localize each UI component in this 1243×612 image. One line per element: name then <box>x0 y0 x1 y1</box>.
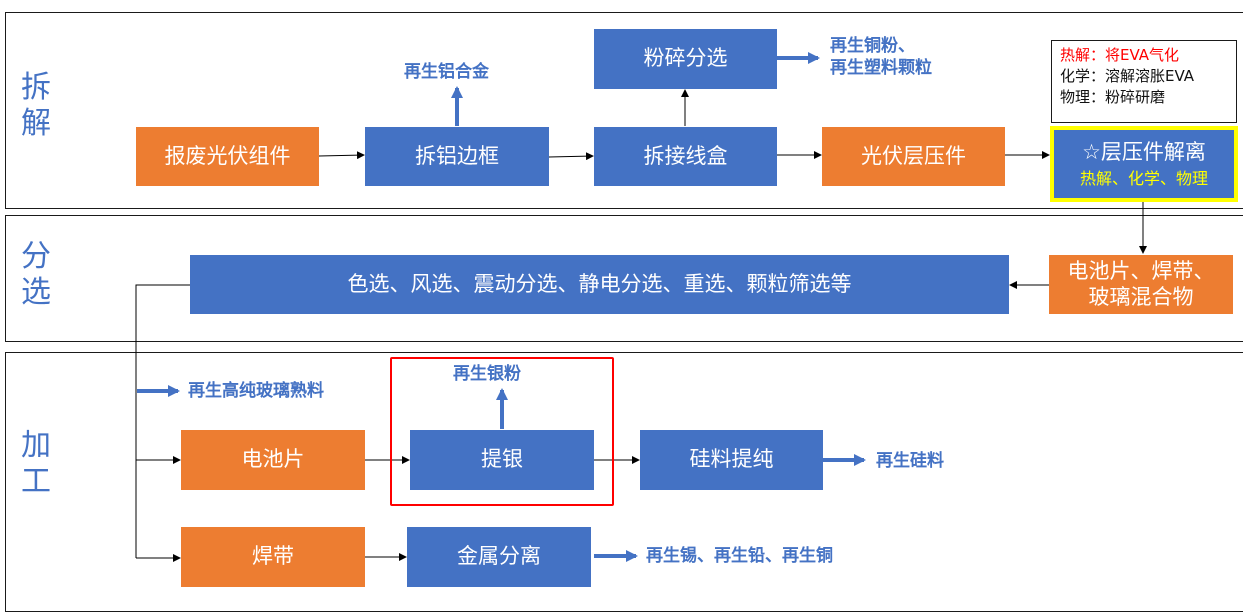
connector-layer <box>135 52 1147 562</box>
node-sorting-methods: 色选、风选、震动分选、静电分选、重选、颗粒筛选等 <box>190 255 1009 314</box>
note-chemical: 化学：溶解溶胀EVA <box>1060 67 1195 85</box>
section-label-text: 加工 <box>21 428 51 499</box>
output-line: 再生塑料颗粒 <box>830 58 932 78</box>
note-pyrolysis: 热解：将EVA气化 <box>1060 46 1180 64</box>
note-physical: 物理：粉碎研磨 <box>1060 88 1166 106</box>
node-crush-sort: 粉碎分选 <box>594 29 777 89</box>
delamination-methods-note: 热解：将EVA气化 化学：溶解溶胀EVA 物理：粉碎研磨 <box>1051 40 1237 123</box>
node-label: 电池片、焊带、玻璃混合物 <box>1067 259 1215 309</box>
node-remove-frame: 拆铝边框 <box>365 127 549 186</box>
node-label: 金属分离 <box>457 544 541 569</box>
output-silicon: 再生硅料 <box>876 451 944 471</box>
output-metals: 再生锡、再生铅、再生铜 <box>646 546 833 566</box>
node-delamination: ☆层压件解离 热解、化学、物理 <box>1050 126 1238 202</box>
node-label: 报废光伏组件 <box>164 143 291 168</box>
node-label: 粉碎分选 <box>643 46 728 71</box>
node-label: 拆接线盒 <box>643 143 728 168</box>
node-label: ☆层压件解离 <box>1082 140 1206 165</box>
section-label-dismantle: 拆解 <box>19 70 53 142</box>
section-label-text: 拆解 <box>21 70 51 141</box>
output-glass: 再生高纯玻璃熟料 <box>188 381 324 401</box>
output-silver: 再生银粉 <box>453 364 521 384</box>
arrow-frame-to-jbox <box>548 152 594 161</box>
node-cell: 电池片 <box>181 430 365 490</box>
section-label-sorting: 分选 <box>19 239 53 311</box>
node-sublabel: 热解、化学、物理 <box>1079 168 1208 188</box>
silver-highlight-frame <box>390 357 614 506</box>
node-silicon-purify: 硅料提纯 <box>640 430 823 490</box>
node-mixture: 电池片、焊带、玻璃混合物 <box>1049 255 1233 314</box>
node-label: 焊带 <box>252 544 294 569</box>
node-laminate: 光伏层压件 <box>822 127 1005 186</box>
node-ribbon: 焊带 <box>181 527 365 587</box>
section-label-text: 分选 <box>21 239 51 310</box>
output-copper-plastic: 再生铜粉、 再生塑料颗粒 <box>830 35 932 79</box>
node-label: 硅料提纯 <box>689 447 774 472</box>
node-label: 电池片 <box>241 447 305 472</box>
node-label: 色选、风选、震动分选、静电分选、重选、颗粒筛选等 <box>347 271 852 296</box>
node-scrap-module: 报废光伏组件 <box>136 127 319 186</box>
node-label: 拆铝边框 <box>415 143 499 168</box>
output-aluminum-alloy: 再生铝合金 <box>404 62 489 82</box>
line-sorting-trunk <box>135 284 190 558</box>
node-metal-separation: 金属分离 <box>407 527 591 587</box>
node-label: 提银 <box>481 447 523 472</box>
output-line: 再生铜粉、 <box>830 36 915 56</box>
section-label-processing: 加工 <box>19 428 53 500</box>
node-silver-extract: 提银 <box>410 430 594 490</box>
node-label: 光伏层压件 <box>861 143 966 168</box>
arrow-scrap-to-frame <box>318 151 365 160</box>
node-remove-junction-box: 拆接线盒 <box>594 127 777 186</box>
